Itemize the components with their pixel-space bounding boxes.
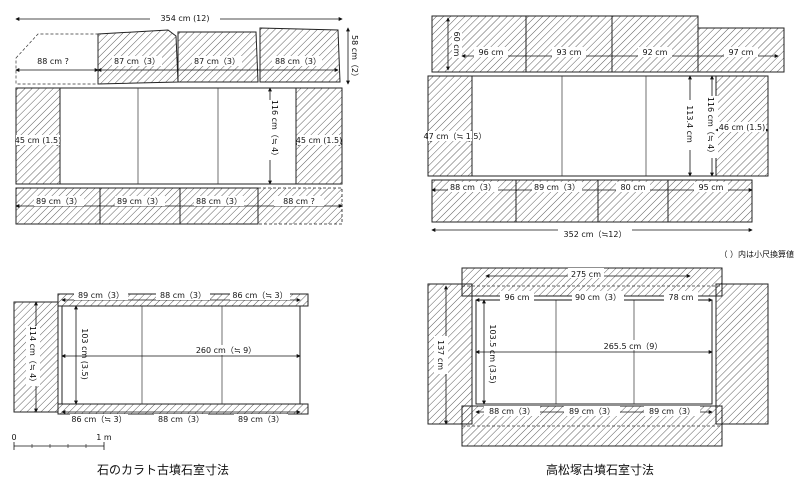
caption-right: 高松塚古墳石室寸法 bbox=[546, 462, 654, 477]
ishi-floor-left-inner: 103 cm (3.5) bbox=[80, 328, 89, 380]
taka-floor-diagram: 275 cm 96 cm 90 cm（3） 78 cm 137 cm 103.5… bbox=[427, 267, 769, 447]
taka-plan-diagram: 60 cm 96 cm 93 cm 92 cm 97 cm 47 cm（≒ 1.… bbox=[424, 15, 794, 259]
ishi-total-top: 354 cm (12) bbox=[161, 14, 210, 23]
ishi-bottom-dim-3: 88 cm（3） bbox=[196, 197, 242, 206]
ishi-right-height: 58 cm（2） bbox=[350, 35, 359, 81]
taka-inner-height: 113.4 cm bbox=[685, 105, 694, 143]
taka-inner-wall bbox=[471, 75, 717, 177]
ishi-floor-bottom-dim-3: 89 cm（3） bbox=[238, 415, 284, 424]
ishi-floor-top-dim-1: 89 cm（3） bbox=[78, 291, 124, 300]
taka-floor-bottom-dim-3: 89 cm（3） bbox=[649, 407, 695, 416]
ishi-bottom-dim-2: 89 cm（3） bbox=[117, 197, 163, 206]
scale-one-m: 1 m bbox=[96, 433, 112, 442]
taka-top-dim-1: 96 cm bbox=[479, 48, 504, 57]
taka-floor-top-dim-3: 78 cm bbox=[669, 293, 694, 302]
ishi-inner-height: 116 cm（≒ 4） bbox=[270, 100, 279, 160]
ishi-plan-diagram: 354 cm (12) 58 cm（2） 88 cm ? 87 cm（3） 87… bbox=[15, 11, 359, 225]
taka-bottom-dim-3: 80 cm bbox=[621, 183, 646, 192]
ishi-bottom-dim-4: 88 cm ? bbox=[283, 197, 315, 206]
ishi-floor-top-dim-2: 88 cm（3） bbox=[160, 291, 206, 300]
ishi-right-side: 45 cm (1.5) bbox=[296, 136, 342, 145]
taka-floor-bottom-dim-2: 89 cm（3） bbox=[569, 407, 615, 416]
taka-right-side: 46 cm (1.5) bbox=[719, 123, 765, 132]
taka-outer-height: 116 cm（≒ 4） bbox=[706, 97, 715, 157]
ishi-floor-area bbox=[61, 305, 301, 405]
taka-top-stone-2 bbox=[525, 15, 613, 73]
ishi-top-dim-2: 87 cm（3） bbox=[194, 57, 240, 66]
taka-floor-left-outer: 137 cm bbox=[436, 340, 445, 370]
ishi-top-missing bbox=[15, 33, 99, 85]
taka-floor-top-dim-1: 96 cm bbox=[505, 293, 530, 302]
ishi-top-dim-1: 87 cm（3） bbox=[114, 57, 160, 66]
ishi-floor-bottom-dim-1: 86 cm（≒ 3） bbox=[71, 415, 126, 424]
scale-zero: 0 bbox=[11, 433, 16, 442]
taka-top-stone-3 bbox=[611, 15, 699, 73]
taka-total-bottom: 352 cm（≒12） bbox=[564, 230, 627, 239]
taka-floor-length: 265.5 cm（9） bbox=[604, 342, 663, 351]
taka-top-dim-4: 97 cm bbox=[729, 48, 754, 57]
taka-left-side: 47 cm（≒ 1.5） bbox=[424, 132, 487, 141]
ishi-top-stone-3 bbox=[259, 27, 341, 83]
taka-left-height: 60 cm bbox=[452, 32, 461, 57]
ishi-left-estimate: 88 cm ? bbox=[37, 57, 69, 66]
ishi-floor-bottom-dim-2: 88 cm（3） bbox=[158, 415, 204, 424]
ishi-floor-top-dim-3: 86 cm（≒ 3） bbox=[232, 291, 287, 300]
legend-note: （ ）内は小尺換算値 bbox=[719, 249, 794, 259]
ishi-floor-length: 260 cm（≒ 9） bbox=[196, 346, 256, 355]
ishi-inner-wall bbox=[59, 87, 297, 185]
taka-top-stone-1 bbox=[431, 15, 527, 73]
taka-floor-right-stone bbox=[715, 283, 769, 425]
ishi-top-dim-3: 88 cm（3） bbox=[275, 57, 321, 66]
taka-floor-bottom-dim-1: 88 cm（3） bbox=[489, 407, 535, 416]
ishi-floor-diagram: 89 cm（3） 88 cm（3） 86 cm（≒ 3） 114 cm（≒ 4）… bbox=[13, 290, 309, 424]
ishi-floor-left-outer: 114 cm（≒ 4） bbox=[28, 326, 37, 386]
ishi-floor-bottom-band bbox=[57, 403, 309, 415]
caption-left: 石のカラト古墳石室寸法 bbox=[97, 462, 229, 477]
taka-bottom-dim-2: 89 cm（3） bbox=[534, 183, 580, 192]
ishi-left-side: 45 cm (1.5) bbox=[15, 136, 61, 145]
taka-bottom-dim-1: 88 cm（3） bbox=[450, 183, 496, 192]
taka-left-stone bbox=[427, 75, 473, 177]
taka-bottom-dim-4: 95 cm bbox=[699, 183, 724, 192]
taka-top-dim-2: 93 cm bbox=[557, 48, 582, 57]
taka-top-dim-3: 92 cm bbox=[643, 48, 668, 57]
taka-floor-top-dim-2: 90 cm（3） bbox=[575, 293, 621, 302]
scale-bar: 0 1 m bbox=[11, 433, 112, 450]
taka-floor-left-inner: 103.5 cm (3.5) bbox=[488, 324, 497, 383]
taka-floor-top-total: 275 cm bbox=[571, 270, 601, 279]
ishi-bottom-dim-1: 89 cm（3） bbox=[36, 197, 82, 206]
